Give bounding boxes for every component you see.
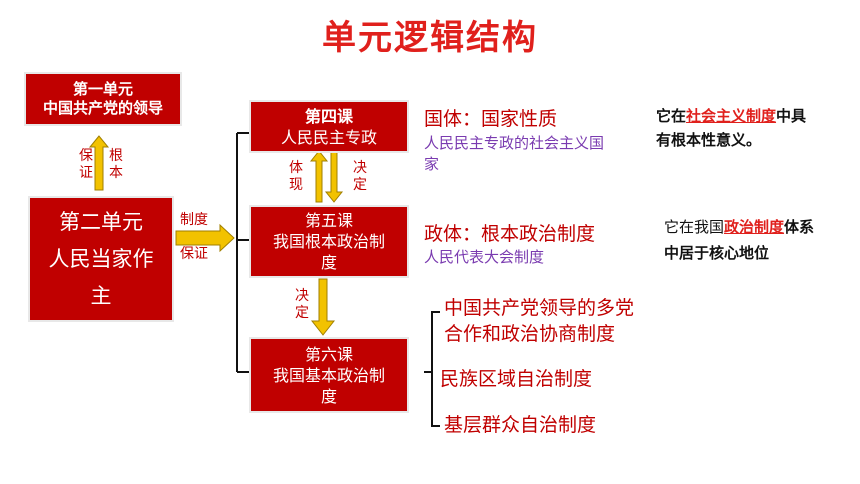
- zhengti-desc: 人民代表大会制度: [424, 248, 545, 266]
- right-arrow-zhidu: [175, 223, 235, 253]
- guoti-desc-1: 人民民主专政的社会主义国: [424, 134, 605, 152]
- basic-systems-bracket: [424, 311, 440, 427]
- unit2-line1: 第二单元: [59, 209, 143, 234]
- unit1-box: 第一单元 中国共产党的领导: [24, 72, 182, 126]
- guoti-note: 它在社会主义制度中具 有根本性意义。: [656, 104, 846, 152]
- up-arrow-tixian: [309, 150, 329, 203]
- lesson6-line1: 第六课: [304, 344, 353, 364]
- label-genben: 根本: [109, 148, 123, 181]
- zhengti-note: 它在我国政治制度体系 中居于核心地位: [664, 214, 854, 266]
- unit2-line2: 人民当家作: [48, 246, 154, 271]
- label-tixian: 体现: [289, 160, 303, 193]
- lesson6-line3: 度: [320, 386, 337, 406]
- unit2-line3: 主: [90, 283, 112, 308]
- basic-system-3: 基层群众自治制度: [444, 414, 597, 436]
- label-baozheng-left: 保证: [79, 148, 93, 181]
- zhengti-note-part2: 体系: [784, 218, 815, 236]
- unit2-box: 第二单元 人民当家作 主: [28, 196, 174, 322]
- guoti-note-part1: 它在: [656, 107, 687, 125]
- guoti-title: 国体：国家性质: [424, 108, 558, 130]
- lesson5-line3: 度: [320, 253, 337, 272]
- guoti-desc-2: 家: [424, 155, 440, 173]
- basic-system-1a: 中国共产党领导的多党: [444, 297, 635, 319]
- basic-system-2: 民族区域自治制度: [440, 368, 593, 390]
- page-title: 单元逻辑结构: [322, 18, 538, 58]
- zhengti-note-part1: 它在我国: [664, 218, 725, 236]
- label-zhidu: 制度: [180, 212, 208, 228]
- guoti-note-part3: 有根本性意义。: [656, 131, 762, 149]
- unit1-line1: 第一单元: [72, 80, 133, 98]
- lesson4-line1: 第四课: [304, 106, 353, 126]
- label-jueding-2: 决定: [295, 288, 309, 321]
- down-arrow-jueding-1: [324, 150, 344, 203]
- zhengti-title: 政体：根本政治制度: [424, 223, 596, 245]
- lesson5-box: 第五课 我国根本政治制 度: [249, 205, 409, 278]
- lesson5-line1: 第五课: [304, 211, 353, 230]
- unit1-line2: 中国共产党的领导: [42, 99, 163, 117]
- zhengti-note-link: 政治制度: [724, 218, 785, 236]
- basic-system-1b: 合作和政治协商制度: [444, 323, 616, 345]
- label-baozheng-right: 保证: [180, 246, 208, 262]
- lesson6-box: 第六课 我国基本政治制 度: [249, 337, 409, 413]
- guoti-note-link: 社会主义制度: [686, 107, 777, 125]
- lesson4-line2: 人民民主专政: [280, 127, 377, 147]
- label-jueding-1: 决定: [353, 160, 367, 193]
- guoti-note-part2: 中具: [776, 107, 807, 125]
- up-arrow-genben: [88, 135, 110, 191]
- lesson4-box: 第四课 人民民主专政: [249, 100, 409, 153]
- lesson6-line2: 我国基本政治制: [272, 365, 385, 385]
- zhengti-note-part3: 中居于核心地位: [664, 244, 770, 262]
- down-arrow-jueding-2: [310, 278, 336, 336]
- lesson5-line2: 我国根本政治制: [272, 232, 385, 251]
